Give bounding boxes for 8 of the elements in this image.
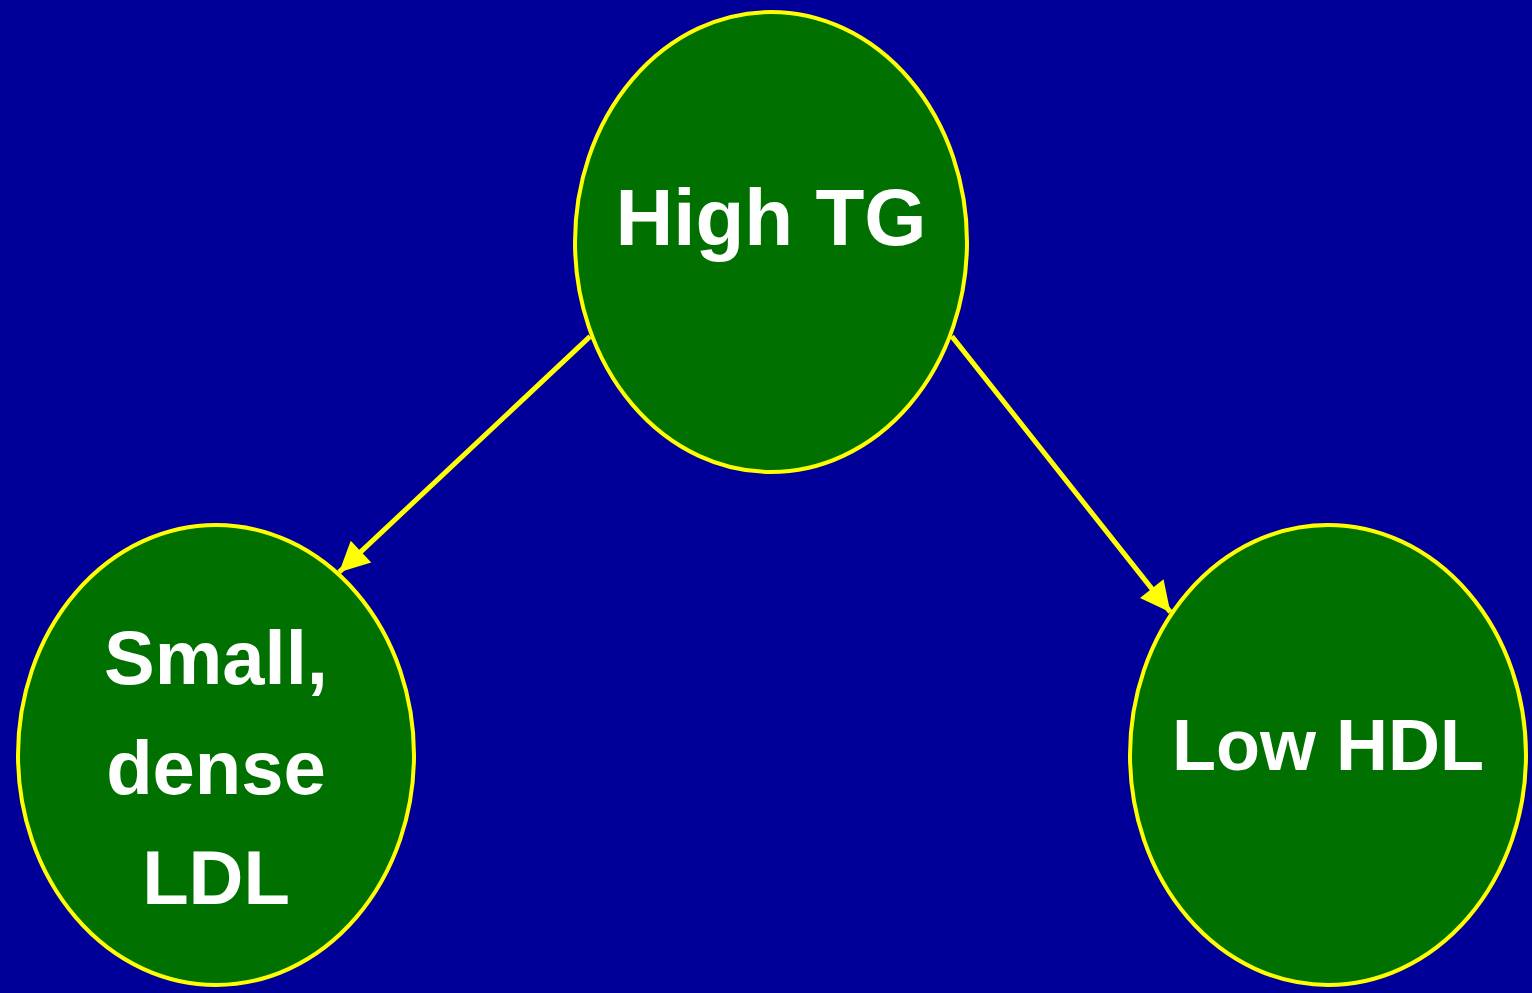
ellipse-node bbox=[573, 10, 969, 474]
ellipse-node bbox=[1128, 523, 1528, 987]
ellipse-node bbox=[16, 523, 416, 987]
arrow bbox=[949, 334, 1173, 614]
node-label: Low HDL bbox=[1171, 704, 1485, 787]
arrow bbox=[337, 334, 592, 574]
node-label: High TG bbox=[614, 172, 928, 264]
node-label: Small, dense LDL bbox=[103, 614, 329, 923]
